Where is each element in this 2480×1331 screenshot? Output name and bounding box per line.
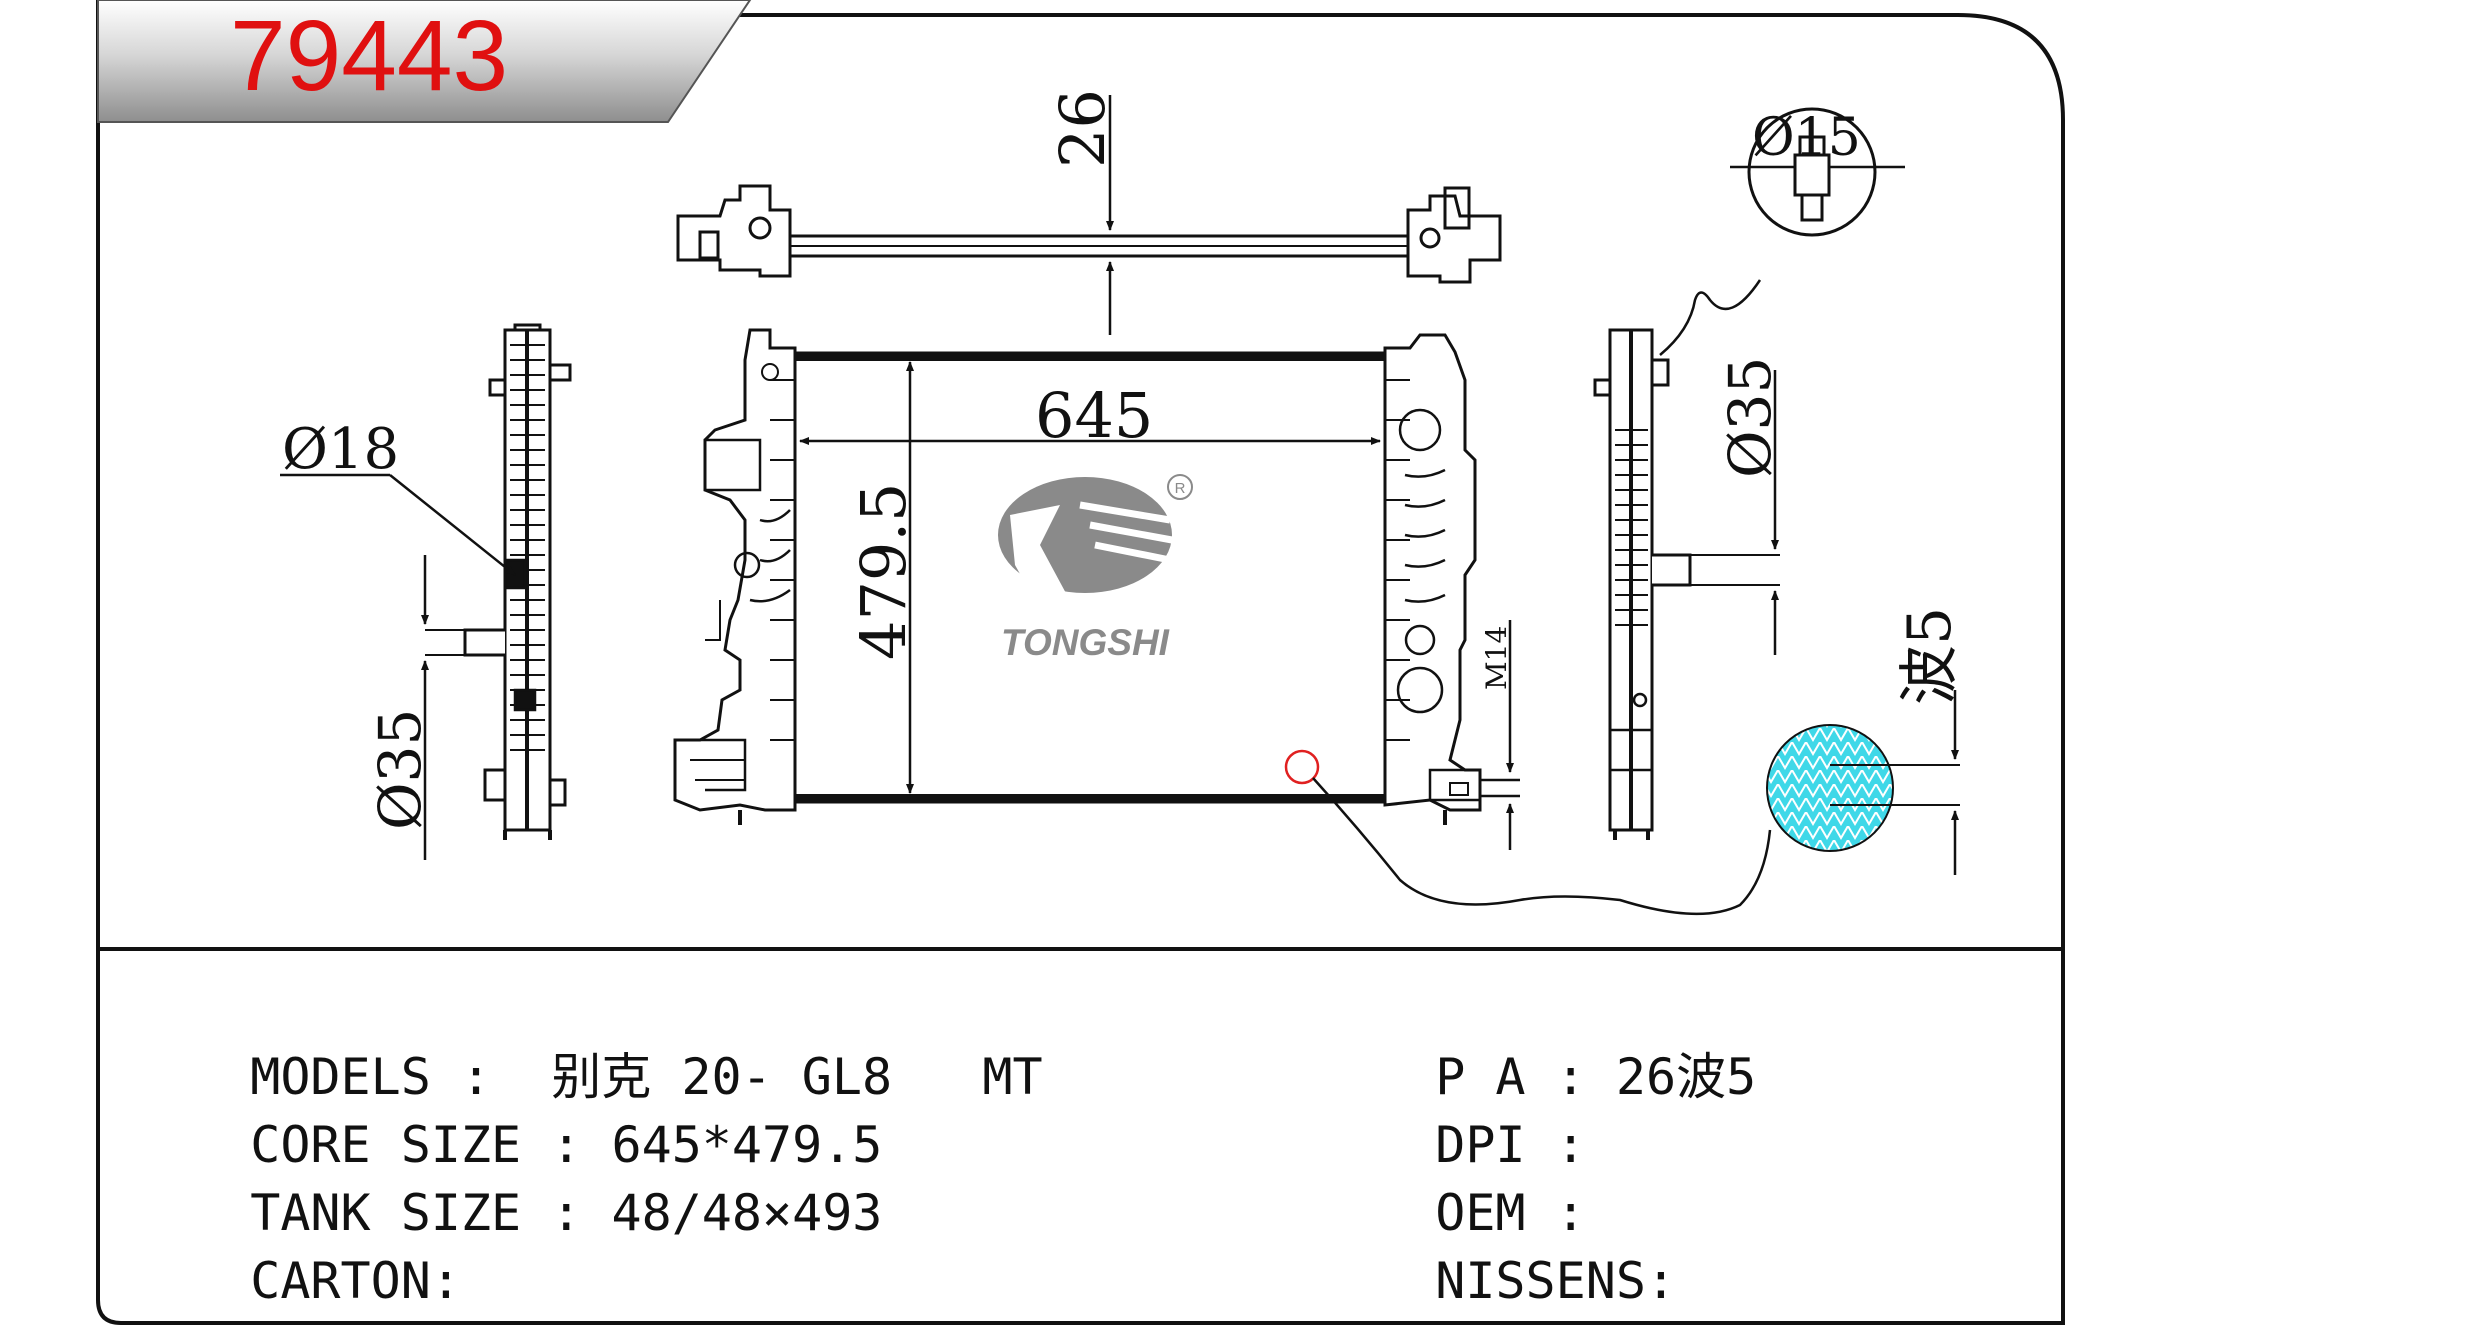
tank-size-value: 48/48×493 (611, 1184, 883, 1242)
spec-dpi: DPI : (1375, 1070, 1616, 1170)
tongshi-logo: R TONGSHI (998, 474, 1193, 663)
left-pipe-dimension: Ø35 (366, 555, 500, 860)
fin-callout-circle (1284, 749, 1320, 785)
spec-models: MODELS : 别克 20- GL8 MT (190, 1002, 1042, 1102)
oem-sep: : (1555, 1184, 1586, 1242)
part-number: 79443 (230, 0, 508, 112)
dpi-label: DPI (1435, 1116, 1526, 1174)
models-value: 别克 20- GL8 MT (551, 1048, 1043, 1106)
carton-label: CARTON: (250, 1252, 461, 1310)
front-view (673, 328, 1520, 825)
thread-dimension: M14 (1480, 620, 1514, 850)
part-number-tab (97, 0, 752, 123)
tank-size-label: TANK SIZE (250, 1184, 522, 1242)
right-side-view (1593, 328, 1692, 840)
tube-thickness-dimension: 26 (1046, 89, 1119, 335)
sensor-detail: Ø15 (1659, 107, 1905, 356)
right-pipe-label: Ø35 (1716, 357, 1784, 478)
fin-detail: 波5 (1284, 607, 1965, 916)
right-tank (1383, 333, 1482, 812)
spec-oem: OEM : (1375, 1138, 1616, 1238)
fin-wave-label: 波5 (1895, 607, 1965, 705)
pa-label: P A (1435, 1048, 1526, 1106)
outer-frame (96, 0, 2065, 1325)
left-pipe-label: Ø35 (366, 709, 434, 830)
thread-label: M14 (1480, 626, 1513, 690)
registered-mark: R (1175, 480, 1186, 497)
spec-carton: CARTON: (190, 1206, 461, 1306)
core-height-label: 479.5 (847, 483, 920, 661)
pa-sep: : (1555, 1048, 1586, 1106)
inlet-diameter-callout: Ø18 (280, 417, 516, 576)
tube-thickness-label: 26 (1046, 89, 1119, 168)
spec-core-size: CORE SIZE : 645*479.5 (190, 1070, 882, 1170)
nissens-label: NISSENS: (1435, 1252, 1677, 1310)
right-pipe-dimension: Ø35 (1690, 357, 1784, 655)
core-size-label: CORE SIZE (250, 1116, 522, 1174)
spec-nissens: NISSENS: (1375, 1206, 1676, 1306)
dpi-sep: : (1555, 1116, 1586, 1174)
core-width-dimension: 645 (799, 379, 1381, 452)
inlet-diameter-label: Ø18 (282, 417, 399, 482)
spec-pa: P A : 26波5 (1375, 1002, 1756, 1102)
spec-tank-size: TANK SIZE : 48/48×493 (190, 1138, 882, 1238)
top-view (676, 184, 1502, 284)
core-size-value: 645*479.5 (611, 1116, 883, 1174)
sensor-diameter-label: Ø15 (1752, 108, 1861, 168)
core-width-label: 645 (1035, 379, 1153, 452)
models-sep: : (460, 1048, 492, 1106)
left-side-view (463, 323, 572, 840)
oem-label: OEM (1435, 1184, 1526, 1242)
tank-size-sep: : (551, 1184, 582, 1242)
core-size-sep: : (551, 1116, 582, 1174)
pa-value: 26波5 (1615, 1048, 1757, 1106)
brand-name: TONGSHI (1001, 622, 1170, 663)
core-height-dimension: 479.5 (847, 361, 920, 794)
models-label: MODELS (250, 1048, 431, 1106)
